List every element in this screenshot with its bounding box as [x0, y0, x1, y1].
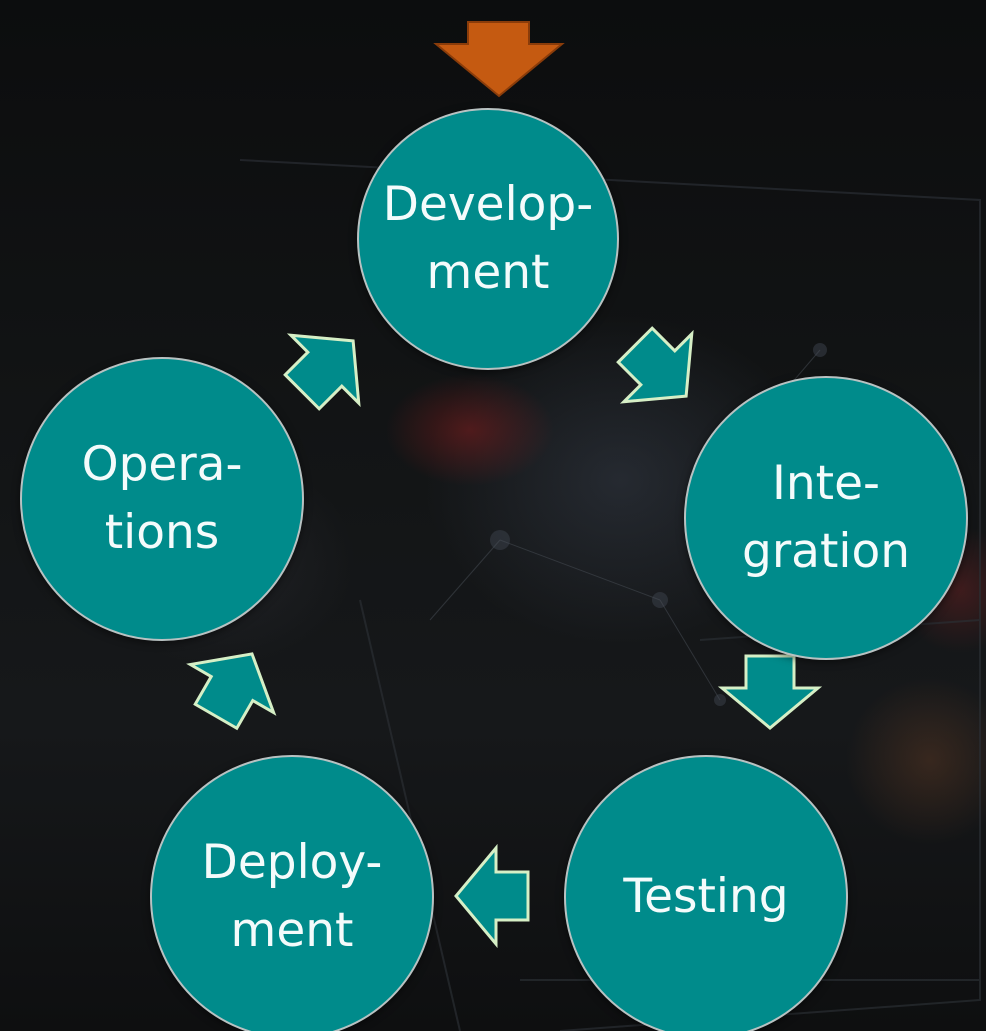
entry-arrow-to-development: [433, 21, 565, 98]
arrow-deployment-to-operations: [186, 652, 277, 731]
node-operations: Opera- tions: [20, 357, 304, 641]
node-deployment: Deploy- ment: [150, 755, 434, 1031]
arrow-integration-to-testing: [717, 654, 823, 730]
node-development: Develop- ment: [357, 108, 619, 370]
node-integration: Inte- gration: [684, 376, 968, 660]
arrow-development-to-integration: [616, 326, 694, 404]
arrow-operations-to-development: [283, 333, 361, 411]
node-testing: Testing: [564, 755, 848, 1031]
arrow-testing-to-deployment: [454, 843, 530, 949]
